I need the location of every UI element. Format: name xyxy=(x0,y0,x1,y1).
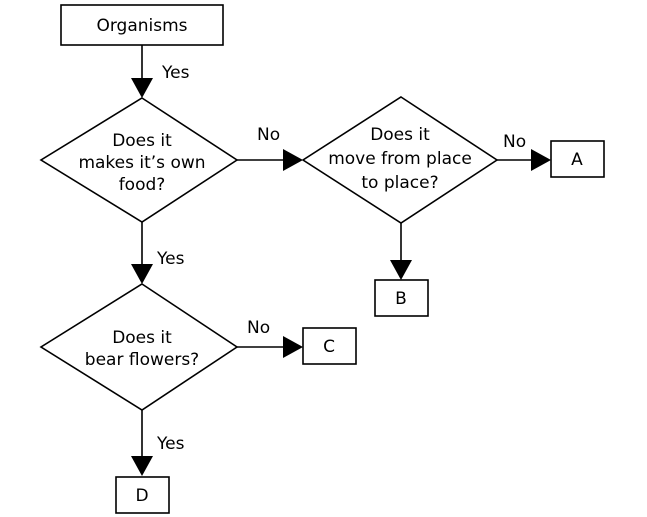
start-label: Organisms xyxy=(96,16,187,36)
result-box xyxy=(374,279,429,317)
edge-food-to-flowers: Yes xyxy=(131,222,185,284)
result-label: A xyxy=(571,150,583,170)
edge-food-to-moves: No xyxy=(237,125,303,171)
arrowhead-down-icon xyxy=(131,78,153,98)
decision-line-2: makes it’s own xyxy=(78,153,205,173)
arrowhead-down-icon xyxy=(131,264,153,284)
decision-line-1: Does it xyxy=(112,131,172,151)
result-label: B xyxy=(395,289,407,309)
arrowhead-right-icon xyxy=(283,149,303,171)
edge-moves-to-b xyxy=(390,223,412,280)
decision-moves: Does it move from place to place? xyxy=(301,96,499,224)
result-label: C xyxy=(323,337,335,357)
decision-makes-food: Does it makes it’s own food? xyxy=(39,97,239,223)
edge-label-no: No xyxy=(503,132,526,152)
result-box xyxy=(115,476,170,514)
edge-flowers-to-c: No xyxy=(237,318,303,358)
decision-line-1: Does it xyxy=(112,328,172,348)
edge-moves-to-a: No xyxy=(497,132,551,171)
result-c: C xyxy=(302,327,357,365)
result-b: B xyxy=(374,279,429,317)
arrowhead-right-icon xyxy=(283,336,303,358)
arrowhead-down-icon xyxy=(131,456,153,476)
edge-start-to-food: Yes xyxy=(131,45,190,98)
result-box xyxy=(302,327,357,365)
arrowhead-right-icon xyxy=(531,149,551,171)
edge-label-yes: Yes xyxy=(156,249,185,269)
decision-line-2: move from place xyxy=(328,149,472,169)
start-node: Organisms xyxy=(60,4,224,46)
edge-label-no: No xyxy=(257,125,280,145)
decision-line-3: to place? xyxy=(361,173,438,193)
start-box xyxy=(60,4,224,46)
edge-label-no: No xyxy=(247,318,270,338)
result-d: D xyxy=(115,476,170,514)
arrowhead-down-icon xyxy=(390,260,412,280)
edge-label-yes: Yes xyxy=(161,63,190,83)
edge-label-yes: Yes xyxy=(156,434,185,454)
decision-line-2: bear flowers? xyxy=(85,350,199,370)
decision-line-1: Does it xyxy=(370,125,430,145)
result-label: D xyxy=(135,486,148,506)
decision-line-3: food? xyxy=(119,175,166,195)
decision-flowers: Does it bear flowers? xyxy=(39,283,239,411)
result-a: A xyxy=(550,140,605,178)
result-box xyxy=(550,140,605,178)
edge-flowers-to-d: Yes xyxy=(131,410,185,476)
